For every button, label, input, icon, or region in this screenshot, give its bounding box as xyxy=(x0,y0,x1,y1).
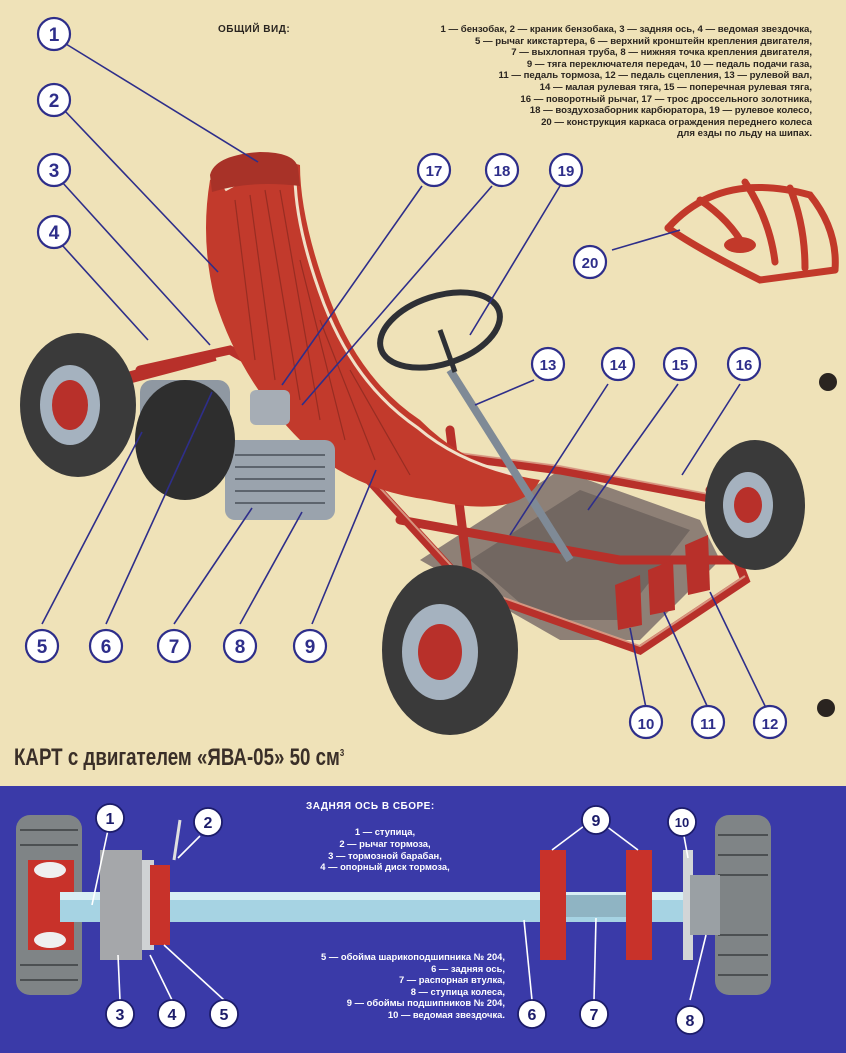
axle-leader-lines xyxy=(91,825,707,1001)
callout-15: 15 xyxy=(672,357,689,374)
callout-19: 19 xyxy=(558,163,575,180)
callout-13: 13 xyxy=(540,357,557,374)
callout-18: 18 xyxy=(494,163,511,180)
wheel-rear-right xyxy=(135,380,235,500)
axle-legend-line: 4 — опорный диск тормоза, xyxy=(320,861,450,873)
axle-callout-1: 1 xyxy=(106,811,115,828)
main-caption: КАРТ с двигателем «ЯВА-05» 50 см3 xyxy=(14,744,344,772)
axle-legend-line: 2 — рычаг тормоза, xyxy=(339,837,431,849)
axle-wheel-right xyxy=(715,815,771,995)
legend-line: для езды по льду на шипах. xyxy=(677,128,812,140)
axle-legend-line: 1 — ступица, xyxy=(354,826,416,837)
legend-line: 5 — рычаг кикстартера, 6 — верхний кронш… xyxy=(475,35,812,47)
axle-callout-7: 7 xyxy=(590,1007,599,1024)
wheel-front-left xyxy=(382,565,518,735)
callout-14: 14 xyxy=(610,357,627,374)
legend-line: 1 — бензобак, 2 — краник бензобака, 3 — … xyxy=(440,24,812,35)
wheel-rear-left xyxy=(20,333,136,477)
axle-callout-circles xyxy=(95,803,705,1035)
steering-shaft xyxy=(446,367,574,563)
caption-superscript: 3 xyxy=(339,748,345,759)
axle-callout-8: 8 xyxy=(686,1013,695,1030)
legend-line: 16 — поворотный рычаг, 17 — трос дроссел… xyxy=(520,93,812,105)
callout-9: 9 xyxy=(305,637,316,658)
axle-legend-line: 10 — ведомая звездочка. xyxy=(387,1008,505,1020)
kart-illustration: 1 2 3 4 5 6 7 8 9 10 11 12 13 14 15 16 1… xyxy=(20,16,839,740)
callout-20: 20 xyxy=(582,255,599,272)
axle-title: ЗАДНЯЯ ОСЬ В СБОРЕ: xyxy=(306,801,435,812)
fuel-tank xyxy=(210,152,300,192)
callout-circles xyxy=(24,16,788,740)
callout-16: 16 xyxy=(736,357,753,374)
callout-numbers: 1 2 3 4 5 6 7 8 9 10 11 12 13 14 15 16 1… xyxy=(37,25,779,733)
axle-legend-top: 1 — ступица, 2 — рычаг тормоза, 3 — торм… xyxy=(290,826,480,873)
axle-callout-2: 2 xyxy=(204,815,213,832)
legend-line: 11 — педаль тормоза, 12 — педаль сцеплен… xyxy=(498,70,812,82)
axle-callout-6: 6 xyxy=(528,1007,537,1024)
rear-axle xyxy=(118,349,217,386)
bearing-left xyxy=(540,850,566,960)
legend-line: 9 — тяга переключателя передач, 10 — пед… xyxy=(526,58,812,70)
wheel-hub xyxy=(690,875,720,935)
binder-hole xyxy=(817,699,835,717)
wheel-front-right xyxy=(705,440,805,570)
bearing-right xyxy=(626,850,652,960)
binder-hole xyxy=(819,373,837,391)
carburetor xyxy=(250,390,290,425)
leader-lines xyxy=(41,43,767,709)
callout-6: 6 xyxy=(101,637,112,658)
bearing-housing xyxy=(150,865,170,945)
legend: 1 — бензобак, 2 — краник бензобака, 3 — … xyxy=(300,24,812,140)
pedals xyxy=(615,535,710,630)
axle-legend-bottom: 5 — обойма шарикоподшипника № 204, 6 — з… xyxy=(250,951,505,1021)
callout-11: 11 xyxy=(700,716,716,733)
legend-line: 7 — выхлопная труба, 8 — нижняя точка кр… xyxy=(511,47,812,59)
callout-7: 7 xyxy=(169,637,180,658)
legend-line: 20 — конструкция каркаса ограждения пере… xyxy=(541,116,812,128)
axle-legend-line: 7 — распорная втулка, xyxy=(398,974,505,986)
axle-legend-line: 9 — обоймы подшипников № 204, xyxy=(346,997,505,1009)
axle-callout-5: 5 xyxy=(220,1007,229,1024)
legend-line: 18 — воздухозаборник карбюратора, 19 — р… xyxy=(529,105,812,117)
axle-callout-9: 9 xyxy=(592,813,601,830)
axle-callout-4: 4 xyxy=(168,1007,177,1024)
callout-2: 2 xyxy=(49,91,60,112)
brake-lever xyxy=(172,819,182,861)
axle-callout-3: 3 xyxy=(116,1007,125,1024)
axle-callout-numbers: 1 2 3 4 5 6 7 8 9 10 xyxy=(106,811,695,1030)
sprocket xyxy=(683,850,693,960)
callout-4: 4 xyxy=(49,223,60,244)
caption-text: КАРТ с двигателем «ЯВА-05» 50 см xyxy=(14,744,340,771)
legend-title: ОБЩИЙ ВИД: xyxy=(218,24,291,35)
axle-legend-line: 5 — обойма шарикоподшипника № 204, xyxy=(321,951,505,962)
axle-callout-10: 10 xyxy=(675,815,689,830)
callout-17: 17 xyxy=(426,163,443,180)
callout-8: 8 xyxy=(235,637,246,658)
callout-3: 3 xyxy=(49,161,60,182)
legend-line: 14 — малая рулевая тяга, 15 — поперечная… xyxy=(539,81,812,93)
spacer-sleeve xyxy=(566,895,626,917)
callout-12: 12 xyxy=(762,716,779,733)
callout-5: 5 xyxy=(37,637,48,658)
axle-legend-line: 6 — задняя ось, xyxy=(431,962,505,974)
axle-legend-line: 8 — ступица колеса, xyxy=(410,985,505,997)
callout-10: 10 xyxy=(638,716,655,733)
axle-legend-line: 3 — тормозной барабан, xyxy=(328,849,442,861)
brake-drum xyxy=(100,850,142,960)
callout-1: 1 xyxy=(49,25,60,46)
